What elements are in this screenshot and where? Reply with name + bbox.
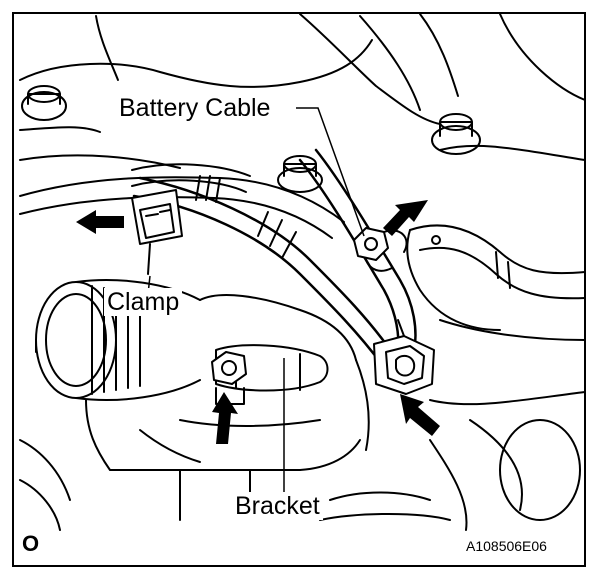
battery-cable-label: Battery Cable — [116, 94, 274, 122]
intake-body — [35, 279, 201, 401]
arrow-bracket-bolt-icon — [212, 392, 238, 444]
arrow-nut-icon — [383, 200, 428, 236]
bolt-top-left — [21, 85, 67, 121]
clamp-part — [131, 189, 183, 275]
battery-cable-nut — [353, 227, 408, 272]
arrow-terminal-icon — [400, 394, 440, 436]
arrow-clamp-icon — [76, 210, 124, 234]
bolt-top-center — [277, 155, 323, 193]
figure-code: A108506E06 — [466, 538, 547, 554]
center-bracket — [211, 344, 329, 405]
bracket-label: Bracket — [232, 492, 323, 520]
cable-terminal-bracket — [373, 319, 435, 395]
corner-mark: O — [22, 531, 40, 556]
battery-cable-leader — [296, 107, 365, 237]
clamp-label: Clamp — [104, 288, 183, 316]
bolt-top-right — [431, 113, 481, 155]
